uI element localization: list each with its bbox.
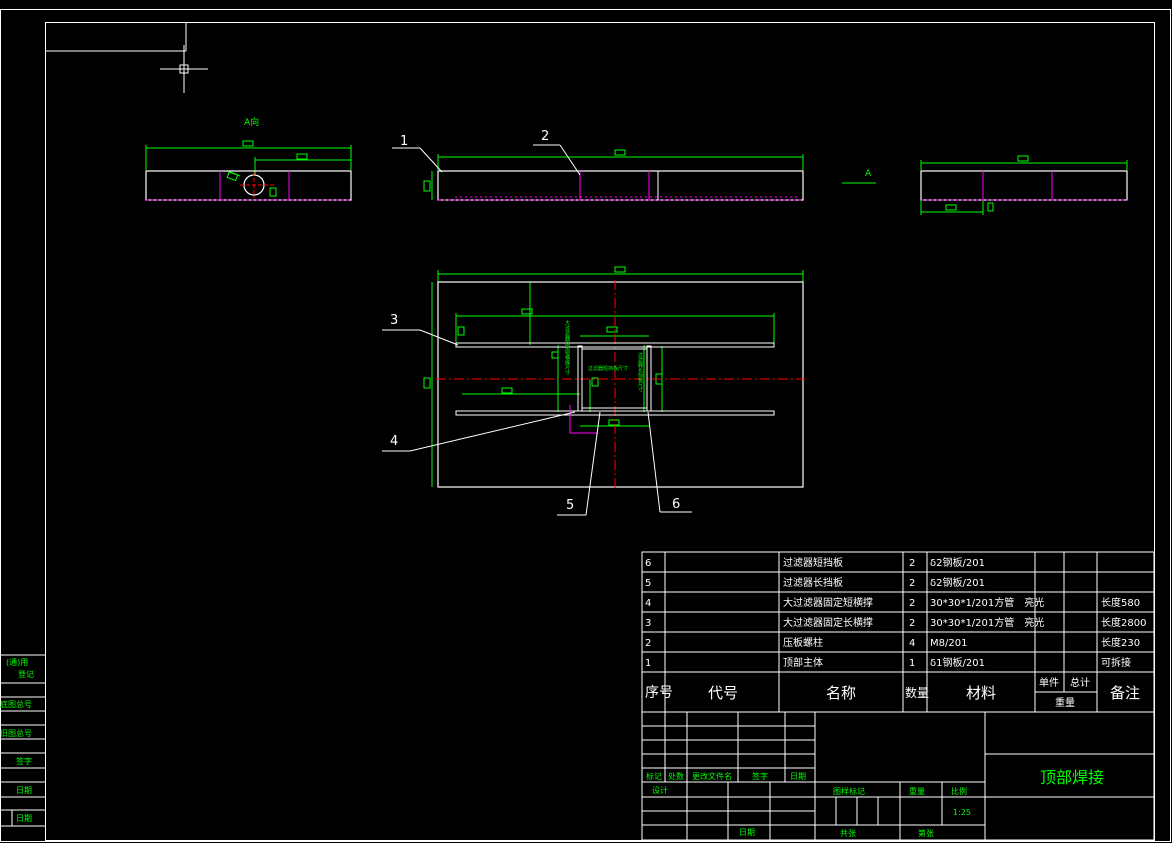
bom-header-name: 名称 — [826, 684, 856, 702]
bom-cell-qty: 2 — [909, 598, 915, 609]
left-sign-strip: (通)用 登记 底图总号 旧图总号 签字 日期 日期 — [0, 654, 45, 827]
tb-date: 日期 — [790, 772, 806, 781]
bom-cell-name: 压板螺柱 — [783, 636, 823, 649]
strip-date: 日期 — [16, 786, 32, 795]
bom-header-code: 代号 — [708, 684, 738, 702]
tb-scale-value: 1:25 — [953, 808, 971, 817]
callout-5: 5 — [566, 498, 574, 513]
tb-ratio: 比例 — [951, 786, 967, 796]
bom-cell-remark: 长度580 — [1101, 596, 1140, 609]
bom-header-total: 总计 — [1070, 676, 1090, 689]
bom-cell-qty: 4 — [909, 638, 915, 649]
tb-change-doc: 更改文件名 — [692, 771, 732, 781]
tb-stage: 图样标记 — [833, 786, 865, 796]
view-arrow-a: A — [842, 169, 876, 184]
bom-cell-remark: 可拆接 — [1101, 656, 1131, 669]
callout-1: 1 — [400, 134, 408, 149]
callout-3: 3 — [390, 313, 398, 328]
drawing-frame — [0, 9, 1171, 842]
bom-cell-no: 5 — [645, 578, 651, 589]
strip-old-no: 旧图总号 — [0, 728, 32, 738]
strip-sign: 签字 — [16, 756, 32, 766]
bom-cell-name: 顶部主体 — [783, 656, 823, 669]
bom-header-qty: 数量 — [905, 685, 929, 700]
view-label-a: A — [865, 169, 872, 179]
bom-cell-material: δ2钢板/201 — [930, 556, 985, 569]
tb-mark: 标记 — [646, 771, 662, 781]
bom-cell-name: 大过滤器固定长横撑 — [783, 616, 873, 629]
annot-long: 过滤器长挡板尺寸 — [637, 351, 643, 392]
bom-header-unit: 单件 — [1039, 677, 1059, 689]
bom-header-weight: 重量 — [1055, 696, 1075, 709]
plan-view: 过滤器短挡板尺寸 过滤器长挡板尺寸 大过滤器固定短横撑尺寸 3 4 5 6 — [382, 266, 805, 516]
bom-cell-qty: 2 — [909, 618, 915, 629]
strip-general: (通)用 — [6, 657, 28, 667]
strip-base-no: 底图总号 — [0, 699, 32, 709]
bom-cell-qty: 1 — [909, 658, 915, 669]
drawing-title: 顶部焊接 — [1040, 768, 1104, 787]
side-view-right — [920, 155, 1128, 215]
bom-cell-material: 30*30*1/201方管 亮光 — [930, 596, 1044, 609]
tb-sheet: 第张 — [918, 828, 934, 838]
strip-date-2: 日期 — [16, 814, 32, 823]
tb-date-2: 日期 — [739, 828, 755, 837]
bom-cell-name: 过滤器长挡板 — [783, 576, 843, 589]
callout-4: 4 — [390, 434, 398, 449]
callout-2: 2 — [541, 129, 549, 144]
tb-sheets: 共张 — [840, 829, 856, 838]
cursor-crosshair-icon — [160, 45, 208, 93]
bom-cell-no: 3 — [645, 618, 651, 629]
tb-design: 设计 — [652, 785, 668, 795]
bom-cell-material: M8/201 — [930, 638, 967, 649]
bom-cell-material: 30*30*1/201方管 亮光 — [930, 616, 1044, 629]
bom-header: 序号 代号 名称 数量 材料 单件 总计 重量 备注 — [645, 676, 1140, 709]
tb-count: 处数 — [668, 771, 684, 781]
side-view-a-direction: A向 — [145, 116, 352, 201]
bom-cell-no: 6 — [645, 558, 651, 569]
bom-cell-material: δ1钢板/201 — [930, 656, 985, 669]
tb-weight: 重量 — [909, 786, 925, 796]
bom-cell-remark: 长度230 — [1101, 636, 1140, 649]
bom-cell-material: δ2钢板/201 — [930, 576, 985, 589]
bom-header-material: 材料 — [966, 684, 996, 702]
bom-header-no: 序号 — [645, 685, 673, 701]
bom-cell-name: 过滤器短挡板 — [783, 556, 843, 569]
bom-cell-no: 2 — [645, 638, 651, 649]
annot-left: 大过滤器固定短横撑尺寸 — [564, 319, 570, 375]
bom-rows: 6 过滤器短挡板 2 δ2钢板/201 5 过滤器长挡板 2 δ2钢板/201 4 大过滤器固定短… — [645, 556, 1146, 669]
bom-cell-qty: 2 — [909, 578, 915, 589]
bom-cell-no: 4 — [645, 598, 651, 609]
bom-cell-no: 1 — [645, 658, 651, 669]
title-block: 标记 处数 更改文件名 签字 日期 设计 日期 图样标记 重量 比例 1:25 … — [641, 711, 1155, 841]
front-view: 1 2 — [392, 129, 804, 201]
bom-cell-name: 大过滤器固定短横撑 — [783, 596, 873, 609]
callout-6: 6 — [672, 497, 680, 512]
tb-sign: 签字 — [752, 771, 768, 781]
bom-cell-qty: 2 — [909, 558, 915, 569]
strip-register: 登记 — [18, 669, 34, 679]
bom-cell-remark: 长度2800 — [1101, 616, 1146, 629]
annot-short: 过滤器短挡板尺寸 — [588, 365, 628, 372]
bom-header-remark: 备注 — [1110, 684, 1140, 702]
view-label-a-dir: A向 — [244, 116, 259, 128]
